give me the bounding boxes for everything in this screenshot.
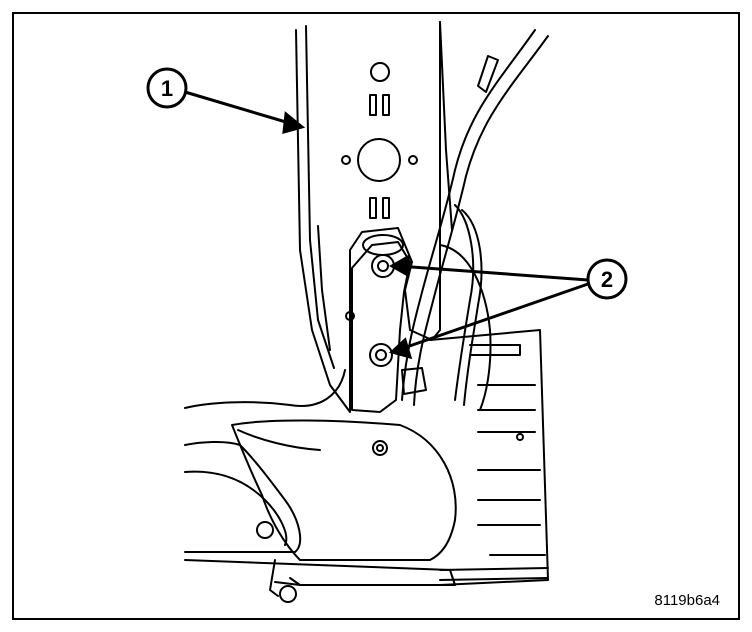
callout-1: 1 (146, 67, 188, 109)
panel-hole (370, 62, 390, 82)
wiring-harness (401, 29, 536, 401)
figure-id: 8119b6a4 (654, 592, 720, 609)
callout-1-label: 1 (161, 76, 173, 101)
seat-track (429, 329, 549, 586)
seat-rail (184, 441, 302, 553)
leader-lines (184, 90, 589, 360)
seat-lever (269, 559, 279, 597)
bolt-lower (369, 343, 393, 367)
callout-2: 2 (586, 258, 628, 300)
cover-screw (372, 440, 388, 456)
panel-hole-large (357, 138, 401, 182)
recliner-bracket (351, 241, 411, 413)
callout-2-label: 2 (601, 267, 613, 292)
recliner-cover (231, 419, 457, 561)
